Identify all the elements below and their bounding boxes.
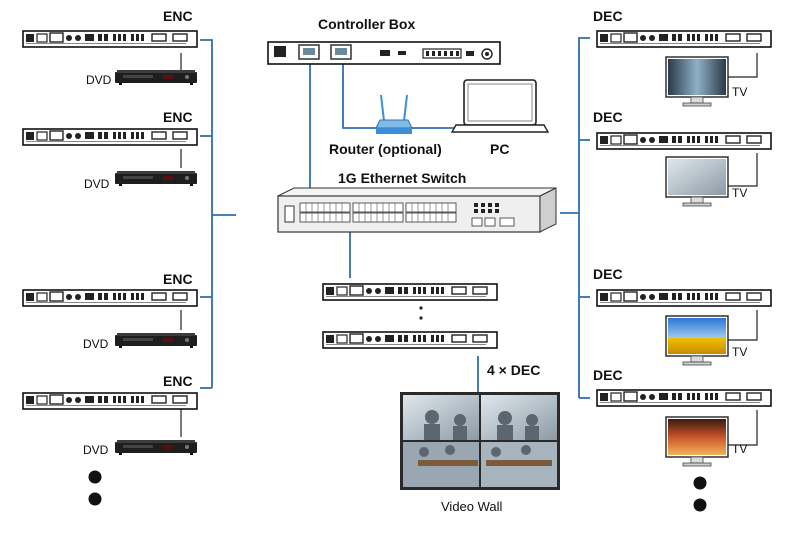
dec-label: DEC xyxy=(593,266,623,282)
tv-screen-image xyxy=(668,419,726,455)
router-label: Router (optional) xyxy=(329,141,442,157)
dec-label: DEC xyxy=(593,367,623,383)
controller-box-label: Controller Box xyxy=(318,16,415,32)
dvd-label: DVD xyxy=(83,337,109,351)
decoder-unit xyxy=(596,289,772,307)
encoder-unit xyxy=(22,289,198,307)
dvd-label: DVD xyxy=(86,73,112,87)
dvd-player xyxy=(115,333,197,348)
continuation-dot xyxy=(88,470,102,484)
four-dec-label: 4 × DEC xyxy=(487,362,540,378)
enc-label: ENC xyxy=(163,109,193,125)
decoder-unit xyxy=(596,30,772,48)
continuation-dot xyxy=(88,492,102,506)
pc-label: PC xyxy=(490,141,509,157)
tv-screen-image xyxy=(668,59,726,95)
enc-label: ENC xyxy=(163,8,193,24)
encoder-unit xyxy=(22,128,198,146)
continuation-dot xyxy=(693,498,707,512)
decoder-unit xyxy=(596,389,772,407)
tv-label: TV xyxy=(732,442,747,456)
dvd-player xyxy=(115,440,197,455)
wall-decoder-unit xyxy=(322,283,498,301)
laptop-icon xyxy=(450,79,550,133)
enc-label: ENC xyxy=(163,373,193,389)
enc-label: ENC xyxy=(163,271,193,287)
encoder-unit xyxy=(22,30,198,48)
continuation-dot xyxy=(693,476,707,490)
tv-label: TV xyxy=(732,85,747,99)
controller-box-unit xyxy=(267,41,501,65)
tv-screen-image xyxy=(668,159,726,195)
switch-label: 1G Ethernet Switch xyxy=(338,170,466,186)
tv-label: TV xyxy=(732,186,747,200)
wall-decoder-unit xyxy=(322,331,498,349)
video-wall-label: Video Wall xyxy=(441,499,503,514)
connection-lines xyxy=(200,37,590,399)
dec-label: DEC xyxy=(593,109,623,125)
ethernet-switch-unit xyxy=(277,187,557,233)
decoder-unit xyxy=(596,132,772,150)
dec-label: DEC xyxy=(593,8,623,24)
router-icon xyxy=(375,94,413,134)
dvd-player xyxy=(115,70,197,85)
tv-label: TV xyxy=(732,345,747,359)
tv-screen-image xyxy=(668,338,726,354)
continuation-dot xyxy=(419,316,423,320)
dvd-player xyxy=(115,171,197,186)
encoder-unit xyxy=(22,392,198,410)
dvd-label: DVD xyxy=(83,443,109,457)
dvd-label: DVD xyxy=(84,177,110,191)
video-wall xyxy=(400,392,560,490)
continuation-dot xyxy=(419,306,423,310)
tv-screen-image xyxy=(668,318,726,338)
